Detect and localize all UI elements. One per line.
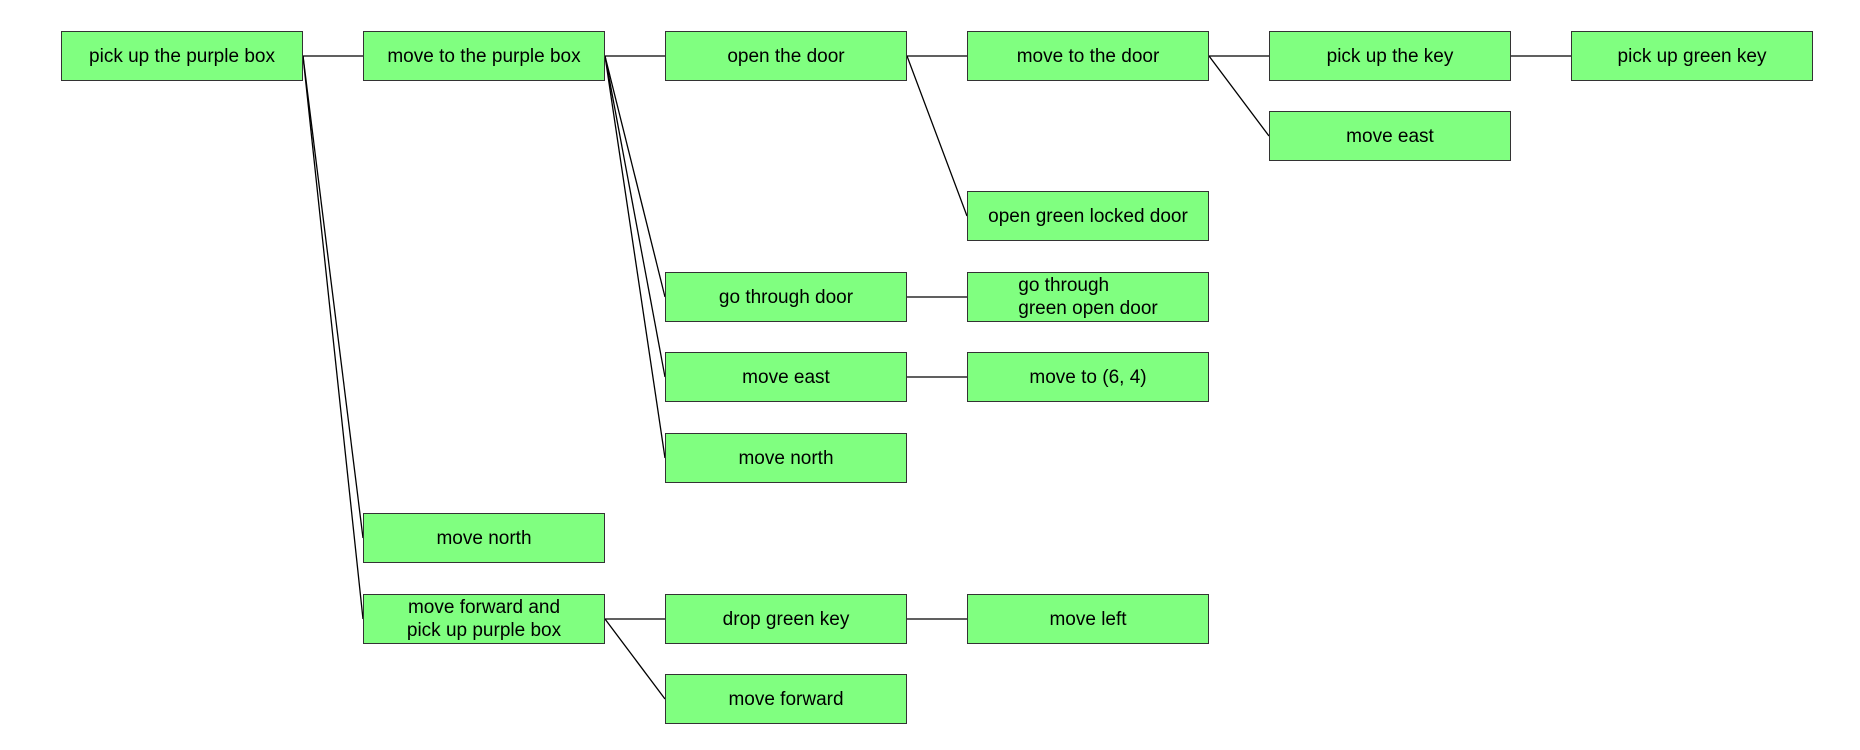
node-label: move north xyxy=(738,447,834,469)
node-label: move forward and pick up purple box xyxy=(406,597,562,641)
node-label: pick up the purple box xyxy=(89,45,275,67)
node-label: move to (6, 4) xyxy=(1029,366,1147,388)
node-label: open green locked door xyxy=(988,205,1188,227)
node-drop-green-key: drop green key xyxy=(665,594,907,644)
node-label: move north xyxy=(436,527,532,549)
edge-n2-n9 xyxy=(604,55,666,298)
node-label: drop green key xyxy=(722,608,850,630)
node-open-green-locked-door: open green locked door xyxy=(967,191,1209,241)
node-label: open the door xyxy=(727,45,845,67)
node-go-through-door: go through door xyxy=(665,272,907,322)
node-move-east-top: move east xyxy=(1269,111,1511,161)
node-pick-up-the-key: pick up the key xyxy=(1269,31,1511,81)
edge-n2-n13 xyxy=(604,55,666,459)
node-label: pick up the key xyxy=(1326,45,1454,67)
node-label: move east xyxy=(1346,125,1434,147)
edge-n2-n11 xyxy=(604,55,666,378)
node-label: move to the purple box xyxy=(387,45,581,67)
node-move-to-the-purple-box: move to the purple box xyxy=(363,31,605,81)
node-pick-up-green-key: pick up green key xyxy=(1571,31,1813,81)
node-label: go through door xyxy=(718,286,854,308)
node-label: move to the door xyxy=(1016,45,1160,67)
edge-n3-n8 xyxy=(906,55,968,217)
node-go-through-green-open-door: go through green open door xyxy=(967,272,1209,322)
node-label: move forward xyxy=(728,688,844,710)
node-move-forward-and-pick-up-purple-box: move forward and pick up purple box xyxy=(363,594,605,644)
node-move-east-middle: move east xyxy=(665,352,907,402)
node-move-forward: move forward xyxy=(665,674,907,724)
node-pick-up-the-purple-box: pick up the purple box xyxy=(61,31,303,81)
node-move-to-the-door: move to the door xyxy=(967,31,1209,81)
node-open-the-door: open the door xyxy=(665,31,907,81)
node-move-north-lower: move north xyxy=(363,513,605,563)
node-move-left: move left xyxy=(967,594,1209,644)
node-label: move east xyxy=(742,366,830,388)
edge-n1-n14 xyxy=(302,55,364,539)
edge-n1-n15 xyxy=(302,55,364,620)
node-move-to-6-4: move to (6, 4) xyxy=(967,352,1209,402)
node-move-north-upper: move north xyxy=(665,433,907,483)
edge-n15-n18 xyxy=(604,618,666,700)
node-label: move left xyxy=(1049,608,1127,630)
node-label: go through green open door xyxy=(1018,275,1158,319)
edge-n4-n7 xyxy=(1208,55,1270,137)
node-label: pick up green key xyxy=(1617,45,1767,67)
